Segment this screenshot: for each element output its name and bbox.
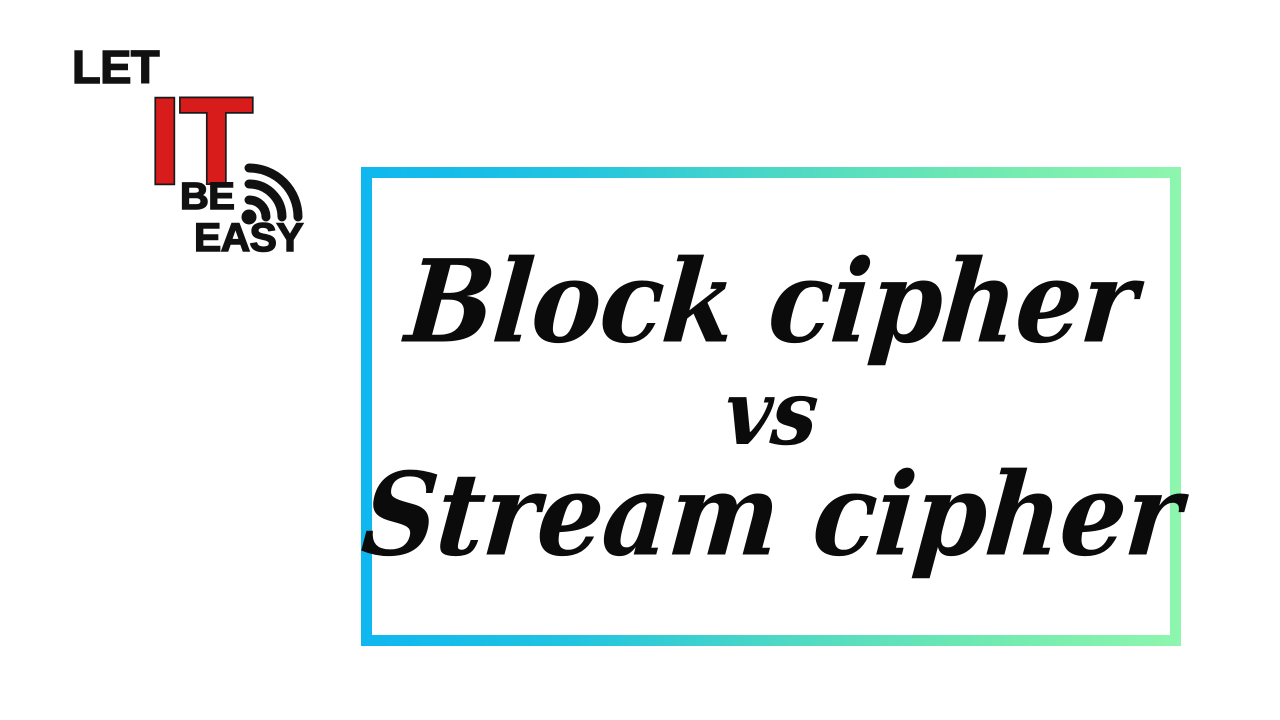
title-line-block-cipher: Block cipher xyxy=(400,234,1142,370)
title-card-inner: Block cipher vs Stream cipher xyxy=(357,178,1185,635)
wifi-signal-icon xyxy=(236,158,308,230)
brand-logo: LET IT BE EASY xyxy=(60,38,335,273)
title-line-vs: vs xyxy=(720,360,822,467)
logo-text-easy: EASY xyxy=(193,216,304,260)
title-card: Block cipher vs Stream cipher xyxy=(357,167,1185,646)
logo-text-be: BE xyxy=(179,176,235,218)
logo-text-it: IT xyxy=(146,72,255,210)
title-line-stream-cipher: Stream cipher xyxy=(356,446,1186,582)
logo-text-let: LET xyxy=(71,41,160,93)
